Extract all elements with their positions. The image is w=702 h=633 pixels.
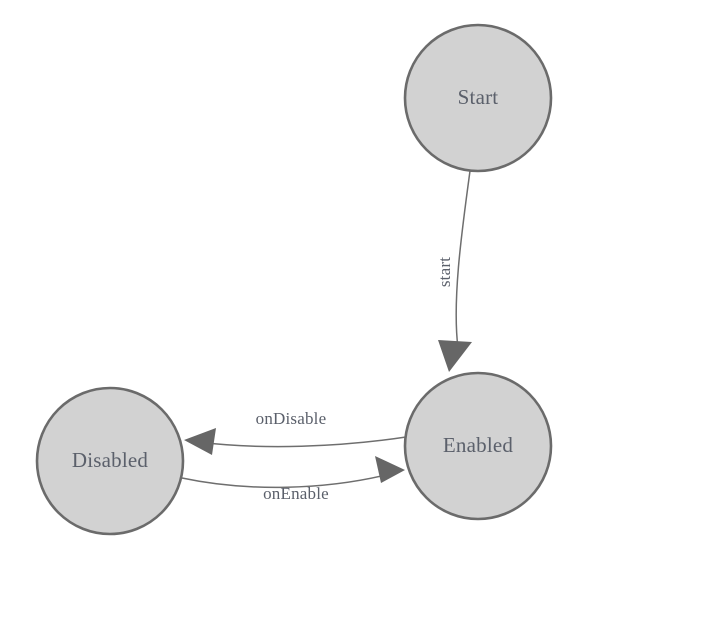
state-circle-start xyxy=(403,23,553,173)
edge-start-to-enabled[interactable]: start xyxy=(435,170,472,372)
state-circle-disabled xyxy=(35,386,185,536)
state-label-enabled: Enabled xyxy=(443,433,514,457)
edge-disabled-to-enabled[interactable]: onEnable xyxy=(181,456,405,503)
state-label-disabled: Disabled xyxy=(72,448,149,472)
state-node-enabled[interactable]: Enabled xyxy=(403,371,553,521)
edge-label-enabled-to-disabled: onDisable xyxy=(256,409,327,428)
state-circle-enabled xyxy=(403,371,553,521)
edge-label-disabled-to-enabled: onEnable xyxy=(263,484,329,503)
state-node-start[interactable]: Start xyxy=(403,23,553,173)
edge-line-disabled-to-enabled xyxy=(181,473,391,489)
arrowhead-disabled-to-enabled xyxy=(375,456,405,483)
edge-line-enabled-to-disabled xyxy=(198,436,407,448)
arrowhead-enabled-to-disabled xyxy=(184,428,216,455)
state-label-start: Start xyxy=(458,85,499,109)
edge-enabled-to-disabled[interactable]: onDisable xyxy=(184,409,407,455)
edge-label-start-to-enabled: start xyxy=(435,257,454,287)
arrowhead-start-to-enabled xyxy=(438,340,472,372)
state-node-disabled[interactable]: Disabled xyxy=(35,386,185,536)
edge-line-start-to-enabled xyxy=(455,170,471,349)
edges-layer: start onDisable onEnable xyxy=(181,170,472,503)
